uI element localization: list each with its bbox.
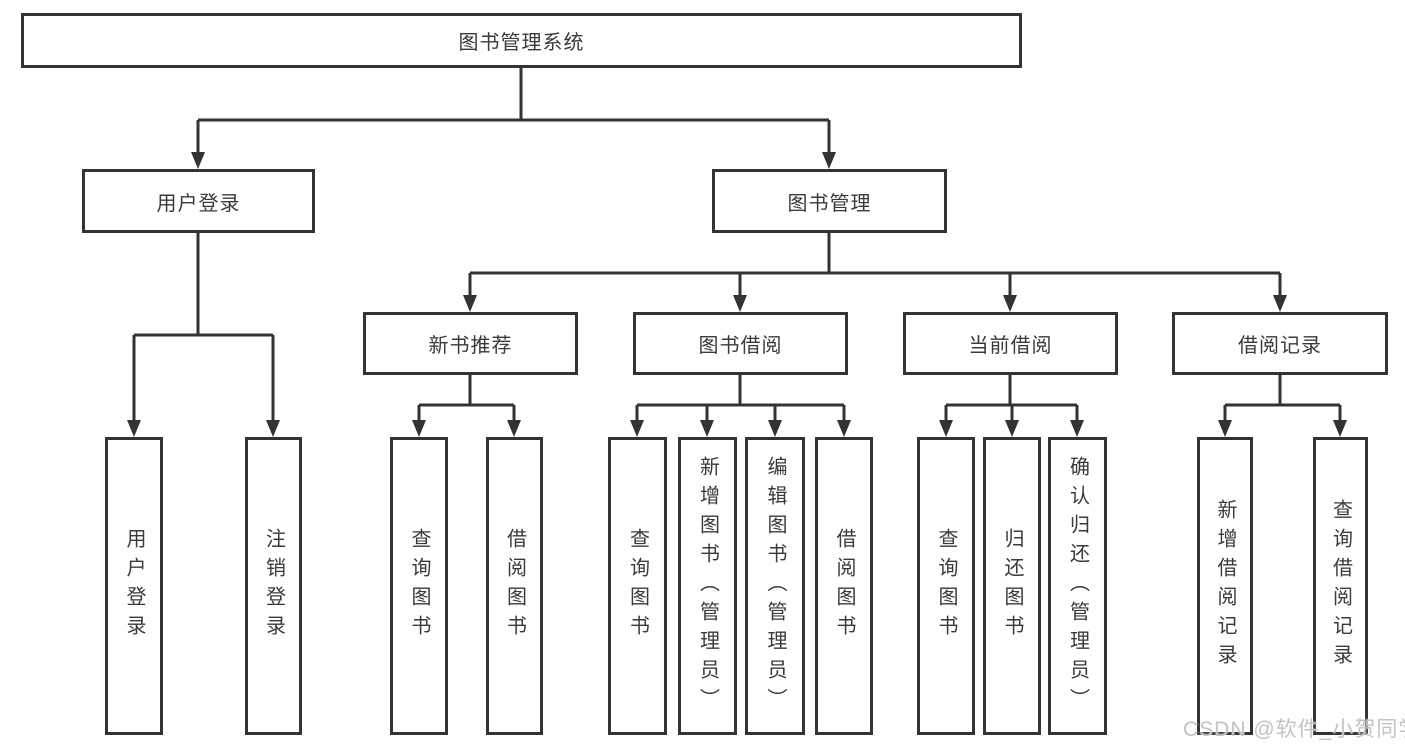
leaf-label: 查询借阅记录 xyxy=(1329,499,1352,673)
leaf-label: 编辑图书（管理员） xyxy=(764,455,786,717)
leaf-add-borrow-record: 新增借阅记录 xyxy=(1197,437,1253,735)
leaf-query-books-1: 查询图书 xyxy=(390,437,448,735)
leaf-borrow-books-1: 借阅图书 xyxy=(486,437,543,735)
node-user-login-label: 用户登录 xyxy=(156,192,241,215)
leaf-edit-books-admin: 编辑图书（管理员） xyxy=(745,437,805,735)
node-new-book-recommend-label: 新书推荐 xyxy=(428,335,513,357)
leaf-label: 借阅图书 xyxy=(833,528,855,644)
node-borrow-records: 借阅记录 xyxy=(1172,312,1388,375)
connector-currentborrow-to-leaves xyxy=(944,375,1079,422)
node-book-borrow-label: 图书借阅 xyxy=(698,335,783,357)
arrowheads xyxy=(127,152,1347,437)
leaf-return-books: 归还图书 xyxy=(983,437,1041,735)
leaf-label: 借阅图书 xyxy=(503,528,526,644)
leaf-borrow-books-2: 借阅图书 xyxy=(815,437,873,735)
csdn-watermark: CSDN @软件_小贺同学 xyxy=(1183,718,1405,741)
node-borrow-records-label: 借阅记录 xyxy=(1238,335,1322,357)
leaf-label: 归还图书 xyxy=(1001,528,1023,644)
leaf-label: 新增图书（管理员） xyxy=(696,455,719,717)
node-book-borrow: 图书借阅 xyxy=(633,312,848,375)
connector-bookborrow-to-leaves xyxy=(635,375,846,422)
leaf-label: 注销登录 xyxy=(262,528,285,644)
connector-userlogin-to-leaves xyxy=(132,233,275,422)
leaf-confirm-return-admin: 确认归还（管理员） xyxy=(1048,437,1107,735)
node-new-book-recommend: 新书推荐 xyxy=(363,312,578,375)
connector-root-to-level2 xyxy=(196,68,831,154)
leaf-logout: 注销登录 xyxy=(245,437,302,735)
node-book-management: 图书管理 xyxy=(712,169,947,233)
node-root-label: 图书管理系统 xyxy=(458,32,585,54)
node-current-borrow-label: 当前借阅 xyxy=(968,335,1053,357)
leaf-label: 查询图书 xyxy=(408,528,430,644)
leaf-query-borrow-record: 查询借阅记录 xyxy=(1313,437,1368,735)
leaf-query-books-2: 查询图书 xyxy=(608,437,667,735)
leaf-label: 查询图书 xyxy=(626,528,649,644)
leaf-label: 查询图书 xyxy=(935,528,957,644)
leaf-label: 确认归还（管理员） xyxy=(1066,455,1089,717)
connector-records-to-leaves xyxy=(1223,375,1342,422)
connector-bookmgmt-to-level3 xyxy=(468,233,1282,297)
node-user-login: 用户登录 xyxy=(82,169,315,233)
leaf-label: 用户登录 xyxy=(123,528,145,644)
node-current-borrow: 当前借阅 xyxy=(903,312,1118,375)
leaf-user-login: 用户登录 xyxy=(105,437,163,735)
node-book-management-label: 图书管理 xyxy=(787,192,872,215)
connector-newbook-to-leaves xyxy=(417,375,516,422)
leaf-add-books-admin: 新增图书（管理员） xyxy=(678,437,737,735)
node-root: 图书管理系统 xyxy=(21,13,1022,68)
leaf-query-books-3: 查询图书 xyxy=(917,437,975,735)
leaf-label: 新增借阅记录 xyxy=(1214,499,1236,673)
